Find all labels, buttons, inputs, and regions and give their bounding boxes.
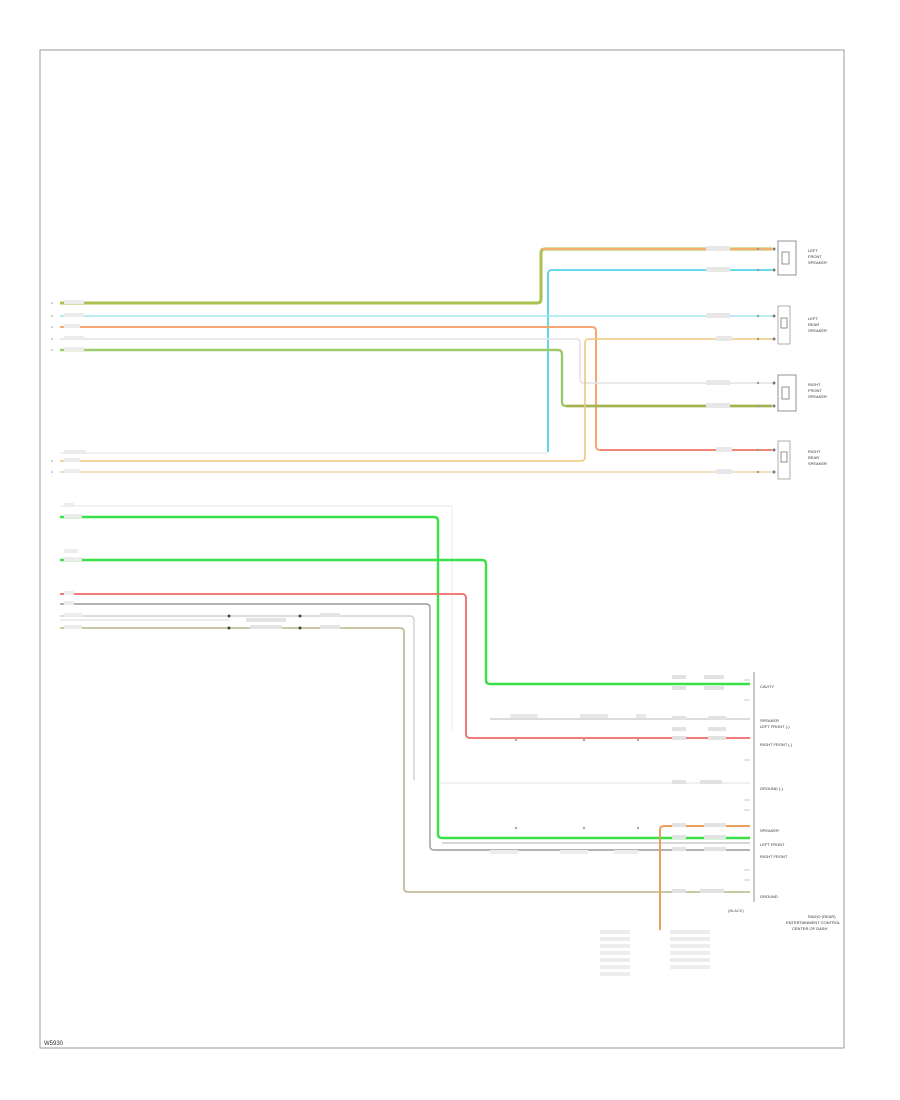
wire-orange-vertical bbox=[659, 825, 750, 930]
svg-text:RIGHT FRONT: RIGHT FRONT bbox=[760, 854, 788, 859]
wire-green-2 bbox=[60, 558, 750, 686]
wire-salmon-right-rear bbox=[60, 326, 772, 451]
left-rear-speaker: LEFT REAR SPEAKER bbox=[772, 305, 827, 345]
left-front-speaker: LEFT FRONT SPEAKER bbox=[772, 240, 827, 276]
wire-grey-2 bbox=[60, 615, 415, 780]
wire-grey-1 bbox=[60, 603, 750, 851]
wire-red bbox=[60, 593, 750, 739]
svg-text:SPEAKER: SPEAKER bbox=[808, 328, 827, 333]
wire-olive-left-front bbox=[60, 247, 772, 305]
svg-text:FRONT: FRONT bbox=[808, 388, 822, 393]
svg-text:LEFT FRONT (-): LEFT FRONT (-) bbox=[760, 724, 790, 729]
wire-faint-top bbox=[60, 505, 453, 730]
right-rear-speaker: RIGHT REAR SPEAKER bbox=[772, 440, 827, 480]
svg-text:LEFT FRONT: LEFT FRONT bbox=[760, 842, 785, 847]
svg-text:LEFT: LEFT bbox=[808, 316, 818, 321]
svg-text:REAR: REAR bbox=[808, 455, 819, 460]
svg-text:RADIO (REAR): RADIO (REAR) bbox=[808, 914, 836, 919]
svg-text:SPEAKER: SPEAKER bbox=[808, 260, 827, 265]
svg-text:LEFT: LEFT bbox=[808, 248, 818, 253]
bottom-notes bbox=[600, 930, 710, 976]
right-front-speaker: RIGHT FRONT SPEAKER bbox=[772, 374, 827, 412]
svg-text:CAVITY: CAVITY bbox=[760, 684, 774, 689]
svg-text:CENTER OF DASH: CENTER OF DASH bbox=[792, 926, 827, 931]
svg-text:SPEAKER: SPEAKER bbox=[760, 828, 779, 833]
left-wire-labels-top bbox=[51, 300, 86, 473]
wire-green-1 bbox=[60, 515, 750, 840]
svg-text:GROUND (-): GROUND (-) bbox=[760, 786, 784, 791]
speaker-wire-labels bbox=[706, 246, 760, 474]
svg-text:RIGHT: RIGHT bbox=[808, 382, 821, 387]
svg-text:GROUND: GROUND bbox=[760, 894, 778, 899]
wire-tan-left-rear bbox=[60, 338, 772, 462]
wire-light-grey-right-front bbox=[60, 338, 772, 384]
svg-text:RIGHT: RIGHT bbox=[808, 449, 821, 454]
left-wire-labels-bottom bbox=[64, 503, 82, 629]
svg-text:ENTERTAINMENT CONTROL: ENTERTAINMENT CONTROL bbox=[786, 920, 841, 925]
svg-text:REAR: REAR bbox=[808, 322, 819, 327]
diagram-reference: W5930 bbox=[44, 1041, 64, 1047]
wire-green-right-front bbox=[60, 348, 772, 408]
diagram-frame bbox=[39, 49, 845, 1049]
module-pin-labels: (BLACK) bbox=[490, 675, 750, 913]
radio-module: CAVITY SPEAKER LEFT FRONT (-) RIGHT FRON… bbox=[753, 672, 841, 931]
svg-text:FRONT: FRONT bbox=[808, 254, 822, 259]
svg-text:SPEAKER: SPEAKER bbox=[808, 461, 827, 466]
inline-connector bbox=[227, 613, 340, 630]
svg-text:SPEAKER: SPEAKER bbox=[808, 394, 827, 399]
svg-text:(BLACK): (BLACK) bbox=[728, 908, 744, 913]
wire-cyan-left-front bbox=[547, 269, 772, 452]
svg-text:SPEAKER: SPEAKER bbox=[760, 718, 779, 723]
wire-khaki bbox=[60, 627, 750, 893]
svg-text:RIGHT FRONT (-): RIGHT FRONT (-) bbox=[760, 742, 793, 747]
